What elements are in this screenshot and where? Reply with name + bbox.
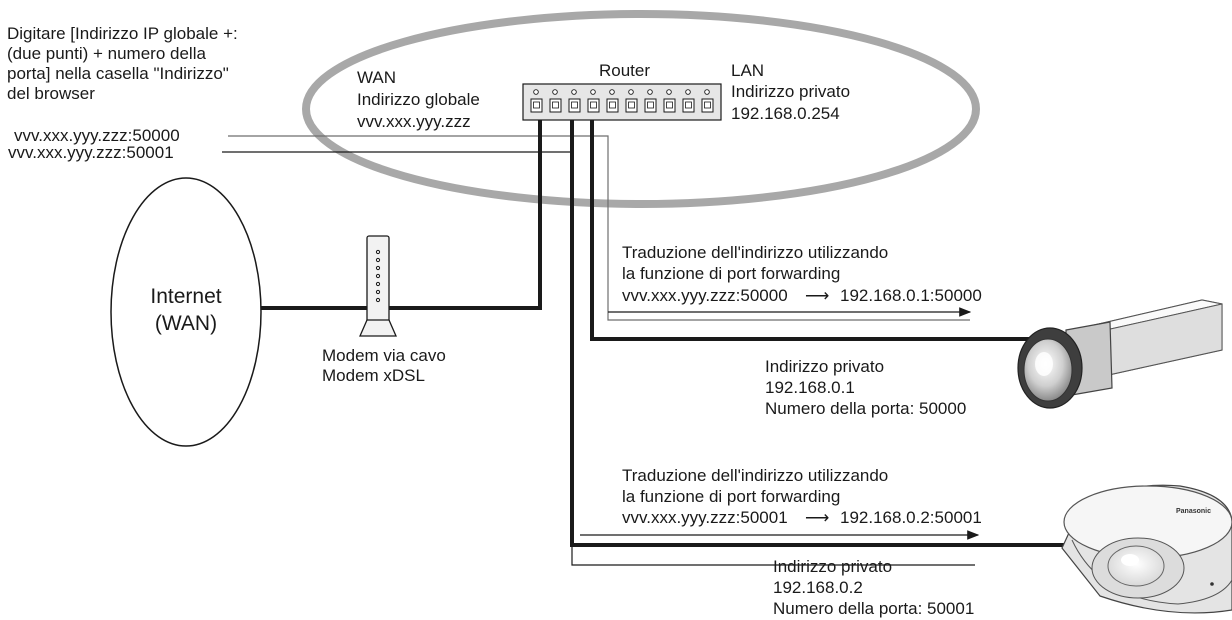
forwarding-1-from: vvv.xxx.yyy.zzz:50000: [622, 286, 788, 305]
dome-brand-logo: Panasonic: [1176, 508, 1211, 515]
router-port-led: [609, 89, 615, 95]
router-port-socket: [704, 101, 711, 109]
router-port-led: [533, 89, 539, 95]
instruction-line-4: del browser: [7, 84, 95, 103]
forwarding-2-from: vvv.xxx.yyy.zzz:50001: [622, 508, 788, 527]
router-icon: [522, 83, 722, 121]
router-port-led: [552, 89, 558, 95]
router-port-led: [666, 89, 672, 95]
forwarding-1-line-2: la funzione di port forwarding: [622, 264, 841, 283]
router-port-led: [590, 89, 596, 95]
camera-2-label: Indirizzo privato: [773, 557, 893, 576]
router-port-led: [628, 89, 634, 95]
modem-label-1: Modem via cavo: [322, 346, 446, 365]
dome-camera-icon: Panasonic: [1061, 484, 1232, 614]
router-port-led: [571, 89, 577, 95]
router-label: Router: [599, 61, 651, 80]
instruction-line-1: Digitare [Indirizzo IP globale +:: [7, 24, 238, 43]
router-port-socket: [628, 101, 635, 109]
lan-title: LAN: [731, 61, 765, 80]
wan-label: Indirizzo globale: [357, 90, 480, 109]
lan-address: 192.168.0.254: [731, 104, 840, 123]
router-port: [530, 98, 543, 113]
router-port: [568, 98, 581, 113]
cable-internet-to-router: [261, 107, 542, 310]
router-port-led: [685, 89, 691, 95]
camera-2-address: 192.168.0.2: [773, 578, 863, 597]
forwarding-1-to: 192.168.0.1:50000: [840, 286, 982, 305]
router-port: [701, 98, 714, 113]
forwarding-2-line-2: la funzione di port forwarding: [622, 487, 841, 506]
router-port: [682, 98, 695, 113]
forwarding-2-to: 192.168.0.2:50001: [840, 508, 982, 527]
forwarding-2-line-1: Traduzione dell'indirizzo utilizzando: [622, 466, 889, 485]
router-port-socket: [571, 101, 578, 109]
router-port: [606, 98, 619, 113]
router-port: [663, 98, 676, 113]
router-port: [644, 98, 657, 113]
router-port: [587, 98, 600, 113]
lan-label: Indirizzo privato: [731, 82, 851, 101]
forwarding-1-arrow: ⟶: [805, 286, 830, 305]
modem-label-2: Modem xDSL: [322, 366, 425, 385]
cable-router-to-camera1: [590, 107, 1085, 341]
wan-address: vvv.xxx.yyy.zzz: [357, 112, 471, 131]
instruction-line-3: porta] nella casella "Indirizzo": [7, 64, 229, 83]
instruction-line-2: (due punti) + numero della: [7, 44, 206, 63]
router-port-led: [704, 89, 710, 95]
router-port-socket: [685, 101, 692, 109]
box-camera-icon: [1017, 299, 1223, 409]
router-port-socket: [552, 101, 559, 109]
modem-icon: [359, 235, 397, 337]
camera-2-port: Numero della porta: 50001: [773, 599, 975, 618]
router-port-led: [647, 89, 653, 95]
router-port-socket: [609, 101, 616, 109]
router-port-socket: [666, 101, 673, 109]
wan-title: WAN: [357, 68, 397, 87]
camera-1-address: 192.168.0.1: [765, 378, 855, 397]
internet-oval: [110, 177, 262, 447]
forwarding-1-line-1: Traduzione dell'indirizzo utilizzando: [622, 243, 889, 262]
cable-router-to-camera2: [570, 107, 1065, 547]
forwarding-2-arrow: ⟶: [805, 508, 830, 527]
router-port: [625, 98, 638, 113]
router-port: [549, 98, 562, 113]
camera-1-port: Numero della porta: 50000: [765, 399, 967, 418]
browser-url-2: vvv.xxx.yyy.zzz:50001: [8, 143, 174, 162]
browser-url-1: vvv.xxx.yyy.zzz:50000: [14, 126, 180, 145]
router-port-socket: [590, 101, 597, 109]
router-port-socket: [533, 101, 540, 109]
router-port-socket: [647, 101, 654, 109]
url-line-50000: [228, 135, 970, 321]
router-network-ellipse: [302, 10, 980, 208]
internet-wan-label: (WAN): [154, 312, 218, 335]
internet-label: Internet: [150, 285, 222, 308]
camera-1-label: Indirizzo privato: [765, 357, 885, 376]
